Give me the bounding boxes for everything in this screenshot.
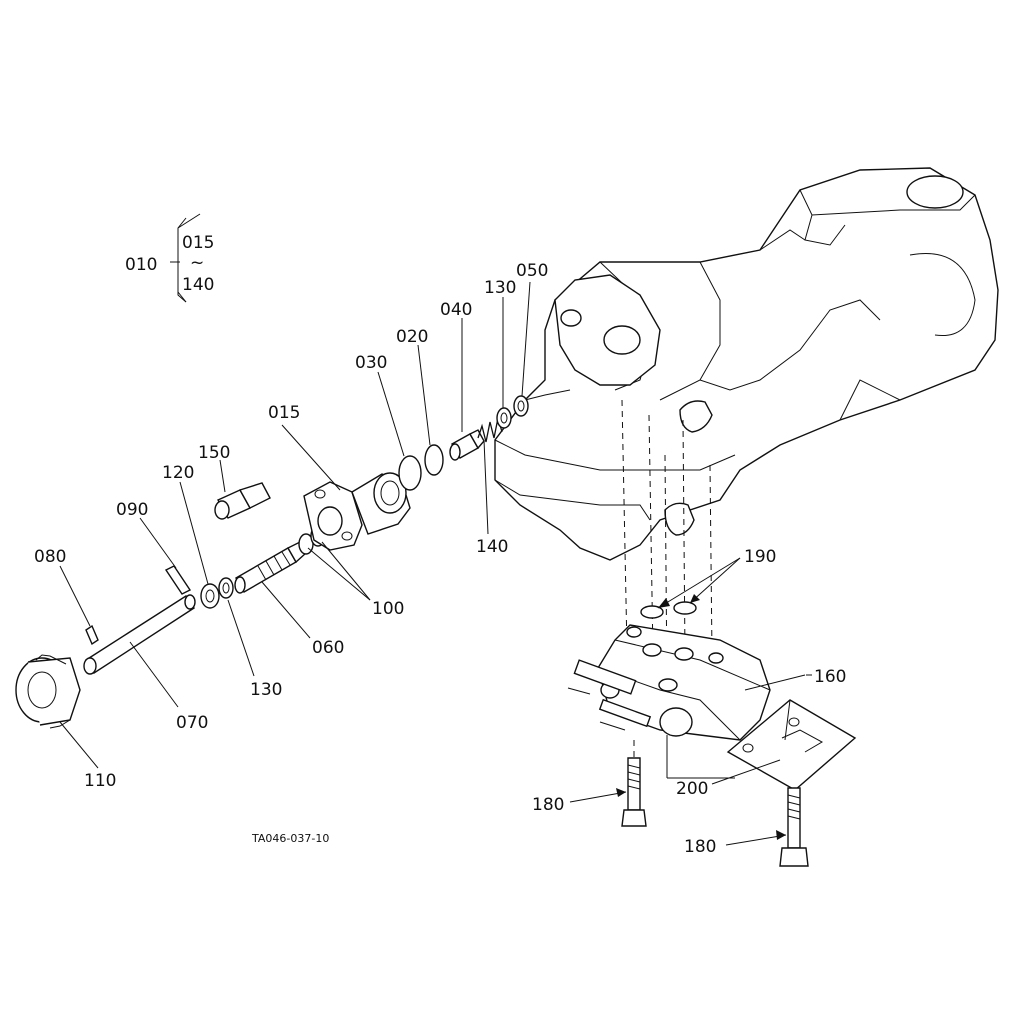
callout-180-b: 180	[684, 837, 716, 857]
callout-130-lower: 130	[250, 680, 282, 700]
bolt-180-b	[779, 787, 809, 867]
transmission-housing	[494, 167, 999, 561]
split-pin-090	[164, 565, 192, 595]
o-rings-190	[640, 601, 697, 619]
callout-120: 120	[162, 463, 194, 483]
callout-090: 090	[116, 500, 148, 520]
callout-140: 140	[476, 537, 508, 557]
knob-110	[15, 654, 81, 729]
callout-020: 020	[396, 327, 428, 347]
callout-160: 160	[814, 667, 846, 687]
drawing-code: TA046-037-10	[251, 832, 329, 845]
callout-060: 060	[312, 638, 344, 658]
poppet-040	[449, 429, 485, 461]
plug-150	[214, 482, 271, 520]
leader-lines	[59, 281, 812, 846]
ring-130-lower	[218, 577, 234, 599]
ring-130-upper	[496, 407, 512, 429]
callout-180-a: 180	[532, 795, 564, 815]
group-range-mark: ~	[190, 253, 204, 273]
callout-110: 110	[84, 771, 116, 791]
callout-015: 015	[268, 403, 300, 423]
spool-060	[234, 541, 307, 594]
callout-100: 100	[372, 599, 404, 619]
callout-030: 030	[355, 353, 387, 373]
bracket-160-200	[666, 674, 806, 779]
o-ring-020	[424, 444, 444, 476]
pin-080	[85, 624, 99, 646]
callout-190: 190	[744, 547, 776, 567]
callout-040: 040	[440, 300, 472, 320]
callout-150: 150	[198, 443, 230, 463]
arrowheads	[616, 594, 786, 840]
group-assembly-label: 010	[125, 255, 157, 275]
callout-200: 200	[676, 779, 708, 799]
callout-070: 070	[176, 713, 208, 733]
callout-080: 080	[34, 547, 66, 567]
bolt-180-a	[621, 757, 647, 827]
valve-block-160	[567, 624, 771, 741]
washer-120	[200, 583, 220, 609]
valve-body-015	[303, 472, 411, 551]
assembly-group-bracket	[170, 213, 201, 303]
o-ring-030	[398, 455, 422, 491]
callout-130-upper: 130	[484, 278, 516, 298]
ring-050	[513, 395, 529, 417]
group-range-from: 015	[182, 233, 214, 253]
group-range-to: 140	[182, 275, 214, 295]
callout-050: 050	[516, 261, 548, 281]
rod-070	[83, 594, 196, 675]
